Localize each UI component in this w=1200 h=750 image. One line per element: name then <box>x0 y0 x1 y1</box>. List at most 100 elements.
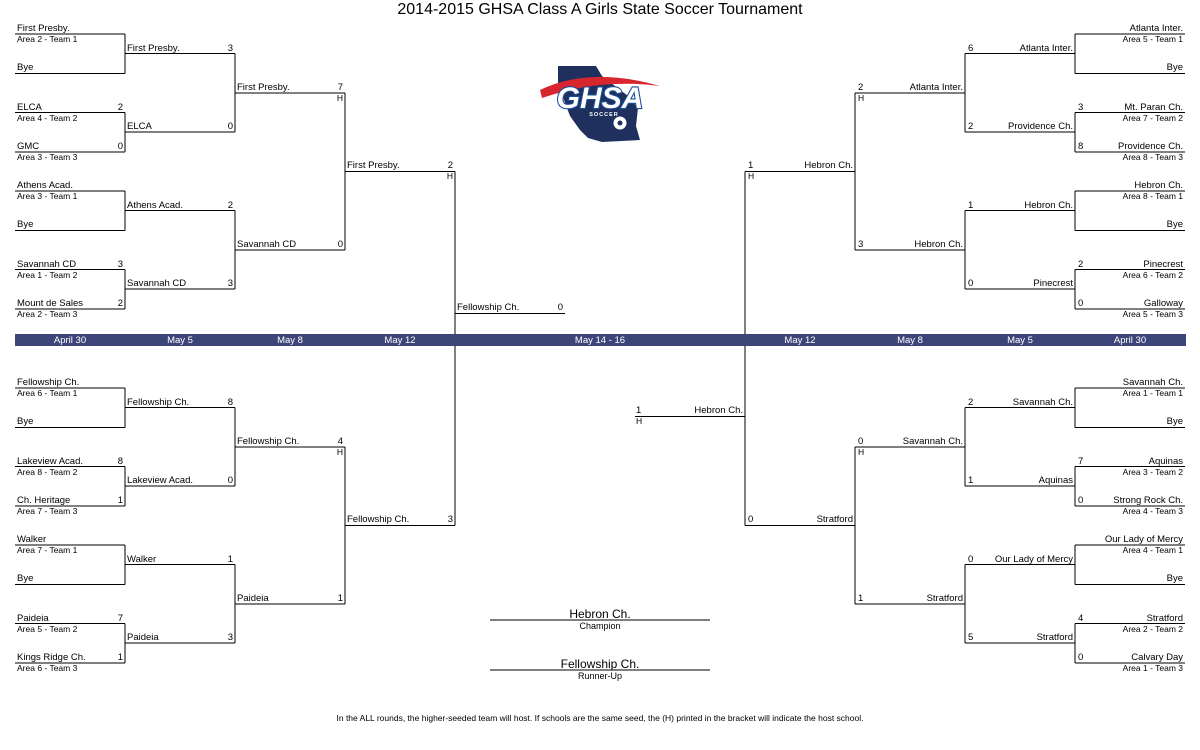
team-score: 0 <box>1078 494 1084 506</box>
team-name: Bye <box>1166 62 1183 74</box>
team-name: GMC <box>17 140 40 152</box>
team-name: Bye <box>17 416 34 428</box>
team-name: Lakeview Acad. <box>17 455 84 467</box>
team-score: 3 <box>227 42 233 54</box>
runner-up-label: Runner-Up <box>577 671 623 681</box>
team-score: 1 <box>748 160 754 172</box>
team-seed: Area 8 - Team 1 <box>1122 191 1183 201</box>
team-score: 5 <box>968 632 974 644</box>
team-seed: Area 6 - Team 2 <box>1122 269 1183 280</box>
runner-up-name: Fellowship Ch. <box>560 657 640 671</box>
team-name: First Presby. <box>17 23 70 34</box>
team-score: 1 <box>858 592 864 604</box>
team-score: 0 <box>117 140 123 152</box>
host-marker: H <box>748 171 755 182</box>
team-name: Providence Ch. <box>1118 140 1183 152</box>
team-name: Bye <box>1166 573 1183 585</box>
team-score: 0 <box>337 238 343 250</box>
team-seed: Area 4 - Team 1 <box>1122 545 1183 555</box>
team-score: 1 <box>968 475 974 487</box>
date-label: April 30 <box>53 335 87 346</box>
team-name: Bye <box>1166 416 1183 428</box>
team-score: 0 <box>227 121 233 133</box>
team-score: 3 <box>117 258 123 270</box>
host-marker: H <box>336 92 343 103</box>
team-name: Bye <box>17 62 34 74</box>
team-seed: Area 8 - Team 3 <box>1122 151 1183 162</box>
team-score: 3 <box>227 632 233 644</box>
team-score: 1 <box>117 651 123 663</box>
team-name: Lakeview Acad. <box>127 475 194 487</box>
team-score: 3 <box>227 278 233 290</box>
team-score: 0 <box>1078 297 1084 309</box>
team-name: First Presby. <box>127 42 180 54</box>
team-name: ELCA <box>127 121 152 133</box>
team-name: Bye <box>17 573 34 585</box>
host-marker: H <box>636 416 643 427</box>
ghsa-logo: GHSA SOCCER <box>540 66 660 142</box>
team-name: Savannah Ch. <box>902 435 963 447</box>
team-seed: Area 7 - Team 3 <box>17 505 78 516</box>
champion-label: Champion <box>579 621 621 631</box>
team-score: 2 <box>117 297 123 309</box>
team-name: Athens Acad. <box>17 180 73 191</box>
team-name: Fellowship Ch. <box>127 396 190 408</box>
team-score: 0 <box>227 475 233 487</box>
host-marker: H <box>858 92 865 103</box>
team-seed: Area 7 - Team 1 <box>17 545 78 555</box>
team-seed: Area 2 - Team 3 <box>17 308 78 319</box>
finalist-name: Hebron Ch. <box>694 405 743 417</box>
team-seed: Area 6 - Team 3 <box>17 662 78 673</box>
team-name: ELCA <box>17 101 42 113</box>
team-seed: Area 5 - Team 3 <box>1122 308 1183 319</box>
team-name: Bye <box>1166 219 1183 231</box>
team-score: 2 <box>1078 258 1084 270</box>
team-name: First Presby. <box>347 160 400 172</box>
team-seed: Area 4 - Team 3 <box>1122 505 1183 516</box>
team-score: 4 <box>337 435 343 447</box>
team-name: Atlanta Inter. <box>1129 23 1183 34</box>
team-name: Hebron Ch. <box>1134 180 1183 191</box>
host-marker: H <box>446 171 453 182</box>
team-name: Walker <box>17 534 47 545</box>
team-seed: Area 2 - Team 2 <box>1122 623 1183 634</box>
team-score: 2 <box>117 101 123 113</box>
team-score: 8 <box>227 396 233 408</box>
host-marker: H <box>336 446 343 457</box>
host-marker: H <box>858 446 865 457</box>
team-name: Atlanta Inter. <box>909 81 963 93</box>
team-name: Hebron Ch. <box>1024 199 1073 211</box>
team-score: 3 <box>1078 101 1084 113</box>
team-score: 3 <box>447 514 453 526</box>
team-name: Galloway <box>1143 297 1183 309</box>
footnote: In the ALL rounds, the higher-seeded tea… <box>336 713 864 723</box>
team-name: Hebron Ch. <box>914 238 963 250</box>
team-name: Stratford <box>926 592 963 604</box>
team-seed: Area 5 - Team 2 <box>17 623 78 634</box>
team-seed: Area 1 - Team 2 <box>17 269 78 280</box>
date-bar <box>15 334 1186 346</box>
team-name: Stratford <box>1146 612 1183 624</box>
team-name: Mount de Sales <box>17 297 84 309</box>
team-seed: Area 3 - Team 2 <box>1122 466 1183 477</box>
date-label: April 30 <box>1113 335 1147 346</box>
date-label: May 12 <box>384 335 416 346</box>
team-name: Pinecrest <box>1033 278 1073 290</box>
team-score: 1 <box>968 199 974 211</box>
team-seed: Area 8 - Team 2 <box>17 466 78 477</box>
team-name: Paideia <box>17 612 49 624</box>
finalist-score: 1 <box>636 405 642 417</box>
team-score: 2 <box>968 121 974 133</box>
team-name: Savannah Ch. <box>1122 377 1183 388</box>
team-name: Pinecrest <box>1143 258 1183 270</box>
team-seed: Area 5 - Team 1 <box>1122 34 1183 44</box>
team-name: Calvary Day <box>1131 651 1183 663</box>
team-score: 4 <box>1078 612 1084 624</box>
team-seed: Area 2 - Team 1 <box>17 34 78 44</box>
champion-name: Hebron Ch. <box>569 607 631 621</box>
team-name: Ch. Heritage <box>17 494 71 506</box>
team-seed: Area 7 - Team 2 <box>1122 112 1183 123</box>
team-name: Mt. Paran Ch. <box>1124 101 1183 113</box>
team-score: 2 <box>968 396 974 408</box>
